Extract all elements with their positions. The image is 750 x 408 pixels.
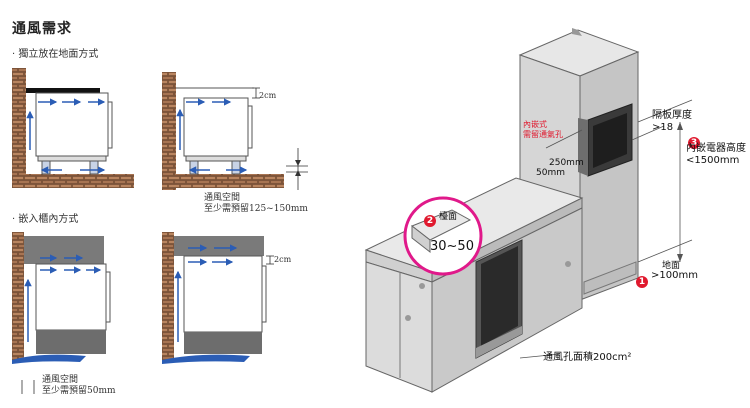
diagram-builtin-1 [12, 232, 111, 394]
gap-label: >100mm [651, 270, 698, 281]
section-freestanding-label: · 獨立放在地面方式 [12, 49, 99, 60]
note-builtin-space: 通風空間 至少需預留50mm [42, 375, 116, 396]
diagram-freestanding-1 [12, 68, 134, 188]
page-title: 通風需求 [12, 21, 72, 37]
marker-1: 1 [636, 269, 648, 288]
counter-range: 30~50 [430, 239, 474, 254]
kitchen-isometric-diagram [364, 28, 693, 393]
dim-250mm: 250mm [549, 158, 584, 168]
appliance-height-label: 內嵌電器高度 <1500mm [686, 143, 746, 166]
counter-label: 檯面 [439, 212, 458, 222]
vent-area-label: 通風孔面積200cm² [543, 352, 632, 363]
panel-thickness-label: 隔板厚度 >18 [652, 110, 692, 133]
note-floor-space: 通風空間 至少需預留125~150mm [204, 193, 308, 214]
marker-2: 2 [424, 208, 436, 227]
cabinet-vent-label: 內嵌式 需留通氣孔 [523, 120, 563, 139]
dim-50mm: 50mm [536, 168, 565, 178]
diagram-freestanding-2 [162, 72, 308, 190]
dim-2cm-bottom: 2cm [274, 255, 292, 264]
diagram-builtin-2 [162, 232, 274, 364]
section-builtin-label: · 嵌入櫃內方式 [12, 214, 79, 225]
floor-label: 地面 [662, 261, 681, 271]
ventilation-schematics [12, 68, 308, 394]
marker-3: 3 [688, 130, 700, 149]
dim-2cm-top: 2cm [259, 91, 277, 100]
